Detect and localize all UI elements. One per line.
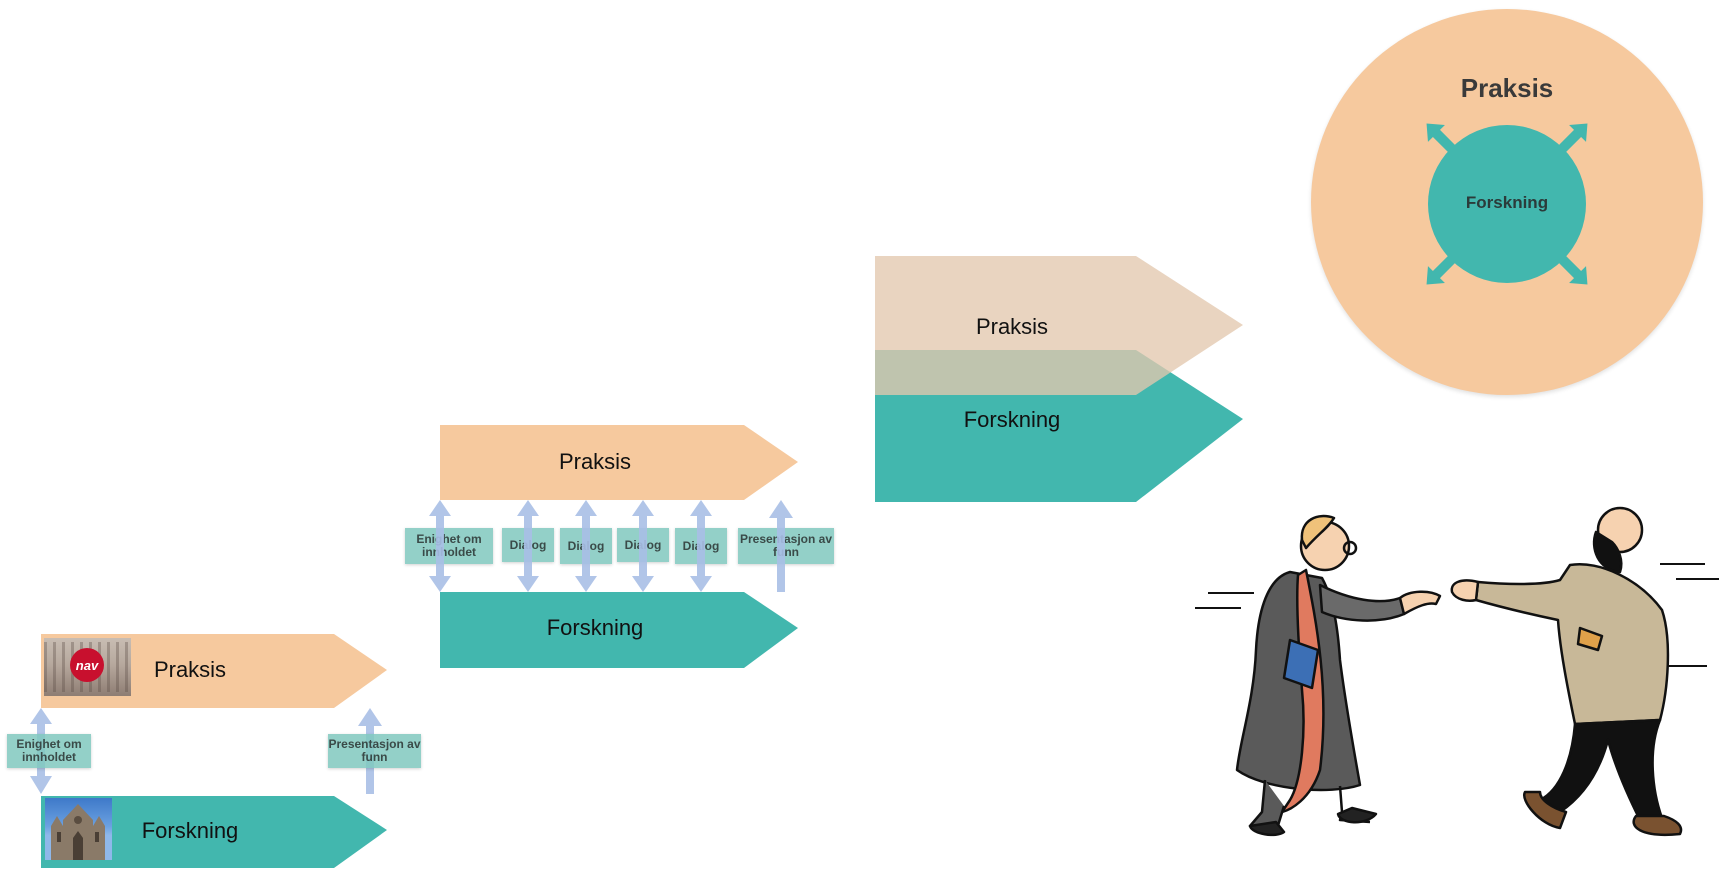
expand-arrow-icon xyxy=(1558,255,1588,285)
stage2-forskning-label: Forskning xyxy=(546,615,644,640)
double-arrow-icon xyxy=(690,500,712,592)
stage3-forskning-label: Forskning xyxy=(963,407,1061,432)
forskning-inner-circle xyxy=(1428,125,1586,283)
stage1-box-presentasjon: Presentasjon av funn xyxy=(328,734,421,768)
stage4-praksis-label: Praksis xyxy=(1460,72,1554,103)
expand-arrow-icon xyxy=(1426,123,1456,153)
stage4-forskning-label: Forskning xyxy=(1465,193,1549,212)
up-arrow-icon xyxy=(769,500,793,592)
stage2-box-enighet: Enighet om innholdet xyxy=(405,528,493,564)
stage2-praksis-arrow xyxy=(440,425,798,500)
double-arrow-icon xyxy=(517,500,539,592)
business-figure xyxy=(1450,506,1683,837)
double-arrow-icon xyxy=(632,500,654,592)
double-arrow-icon xyxy=(429,500,451,592)
stage3-praksis-arrow xyxy=(875,256,1243,395)
stage2-praksis-label: Praksis xyxy=(558,449,632,474)
stage2-box-presentasjon: Presentasjon av funn xyxy=(738,528,834,564)
nav-building-photo: nav xyxy=(44,638,131,696)
motion-lines xyxy=(1195,563,1719,667)
stage1-forskning-arrow xyxy=(41,796,387,868)
double-arrow-icon xyxy=(575,500,597,592)
stage1-praksis-label: Praksis xyxy=(153,657,227,682)
academic-figure xyxy=(1235,514,1442,837)
stage1-forskning-label: Forskning xyxy=(141,818,239,843)
stage2-forskning-arrow xyxy=(440,592,798,668)
nav-logo: nav xyxy=(70,648,104,682)
expand-arrow-icon xyxy=(1558,123,1588,153)
expand-arrow-icon xyxy=(1426,255,1456,285)
university-building-photo xyxy=(45,798,112,860)
stage3-praksis-label: Praksis xyxy=(975,314,1049,339)
university-building-icon xyxy=(51,804,105,860)
stage1-box-enighet: Enighet om innholdet xyxy=(7,734,91,768)
